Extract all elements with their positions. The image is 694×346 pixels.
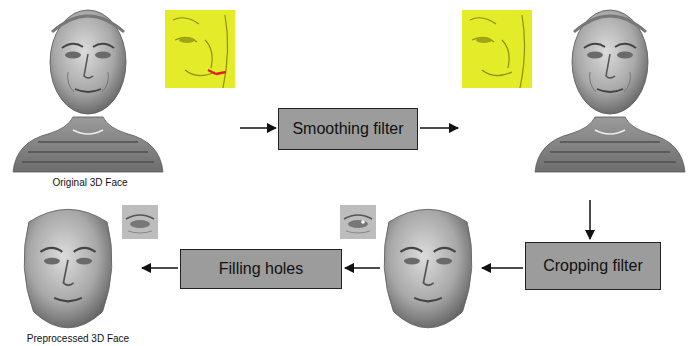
process-box: Smoothing filter [278, 108, 418, 150]
box-label: Filling holes [219, 260, 303, 278]
box-label: Cropping filter [543, 257, 643, 275]
process-box: Cropping filter [525, 242, 661, 290]
box-label: Smoothing filter [292, 120, 403, 138]
figure-caption: Preprocessed 3D Face [27, 333, 129, 344]
figure-caption: Original 3D Face [52, 177, 127, 188]
process-box: Filling holes [180, 249, 342, 289]
